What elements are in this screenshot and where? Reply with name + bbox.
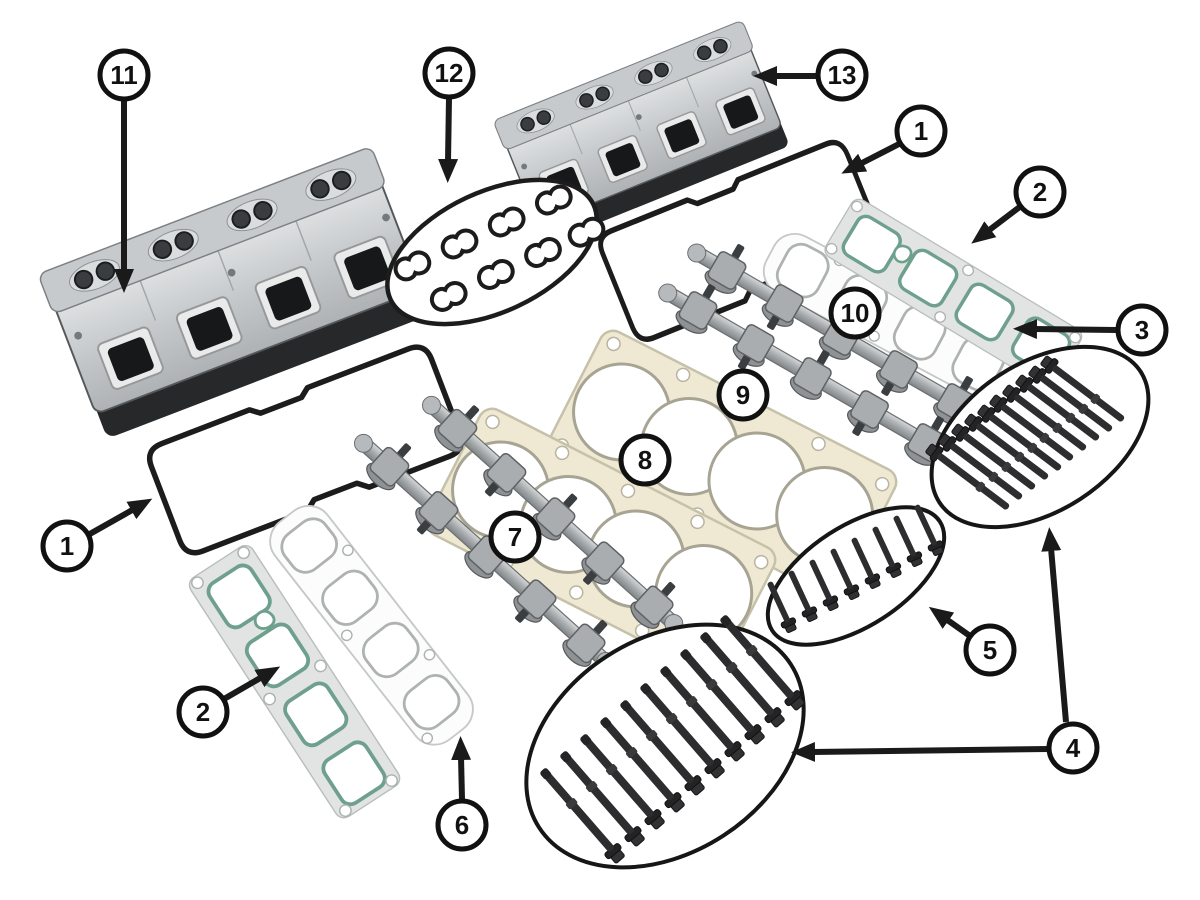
svg-text:5: 5 <box>983 635 997 665</box>
svg-text:1: 1 <box>914 116 928 146</box>
svg-text:9: 9 <box>736 380 750 410</box>
svg-text:6: 6 <box>455 810 469 840</box>
callout-1-left-arrow <box>86 498 153 538</box>
head-bolt-set-right <box>923 344 1151 530</box>
callout-6: 6 <box>435 736 489 852</box>
callout-13: 13 <box>753 48 869 102</box>
callout-12-arrow <box>438 97 459 183</box>
seal-ring-set-ellipse <box>385 177 609 327</box>
callout-1-left: 1 <box>40 498 153 573</box>
callout-2-left: 2 <box>176 666 281 739</box>
svg-text:2: 2 <box>196 697 210 727</box>
callout-10: 10 <box>828 286 882 340</box>
callout-4: 4 <box>791 527 1100 775</box>
svg-text:10: 10 <box>841 298 870 328</box>
callout-11: 11 <box>97 48 151 293</box>
callout-2-right: 2 <box>971 165 1067 244</box>
svg-text:11: 11 <box>110 60 138 90</box>
callout-7: 7 <box>488 510 542 564</box>
callout-4-arrow-up <box>1041 527 1069 723</box>
callout-2-left-arrow <box>222 666 281 702</box>
callout-1-right-arrow <box>841 141 901 174</box>
svg-text:4: 4 <box>1066 733 1081 763</box>
short-bolt-set <box>762 501 947 647</box>
svg-text:12: 12 <box>435 58 464 88</box>
callout-6-arrow <box>451 736 472 800</box>
callout-8: 8 <box>618 433 672 487</box>
svg-text:8: 8 <box>638 445 652 475</box>
svg-text:2: 2 <box>1033 177 1047 207</box>
callout-9: 9 <box>716 368 770 422</box>
callout-5: 5 <box>928 606 1017 677</box>
callout-12: 12 <box>422 46 476 183</box>
svg-text:1: 1 <box>60 531 74 561</box>
callout-3: 3 <box>1013 303 1169 357</box>
callout-5-arrow <box>928 606 972 639</box>
head-bolt-set-bottom <box>524 610 808 870</box>
svg-text:7: 7 <box>508 522 522 552</box>
callout-1-right: 1 <box>841 104 948 174</box>
svg-text:3: 3 <box>1135 315 1149 345</box>
svg-text:13: 13 <box>828 60 857 90</box>
callout-4-arrow-left <box>791 741 1049 762</box>
callout-2-right-arrow <box>971 203 1023 244</box>
callout-3-arrow <box>1013 319 1117 340</box>
